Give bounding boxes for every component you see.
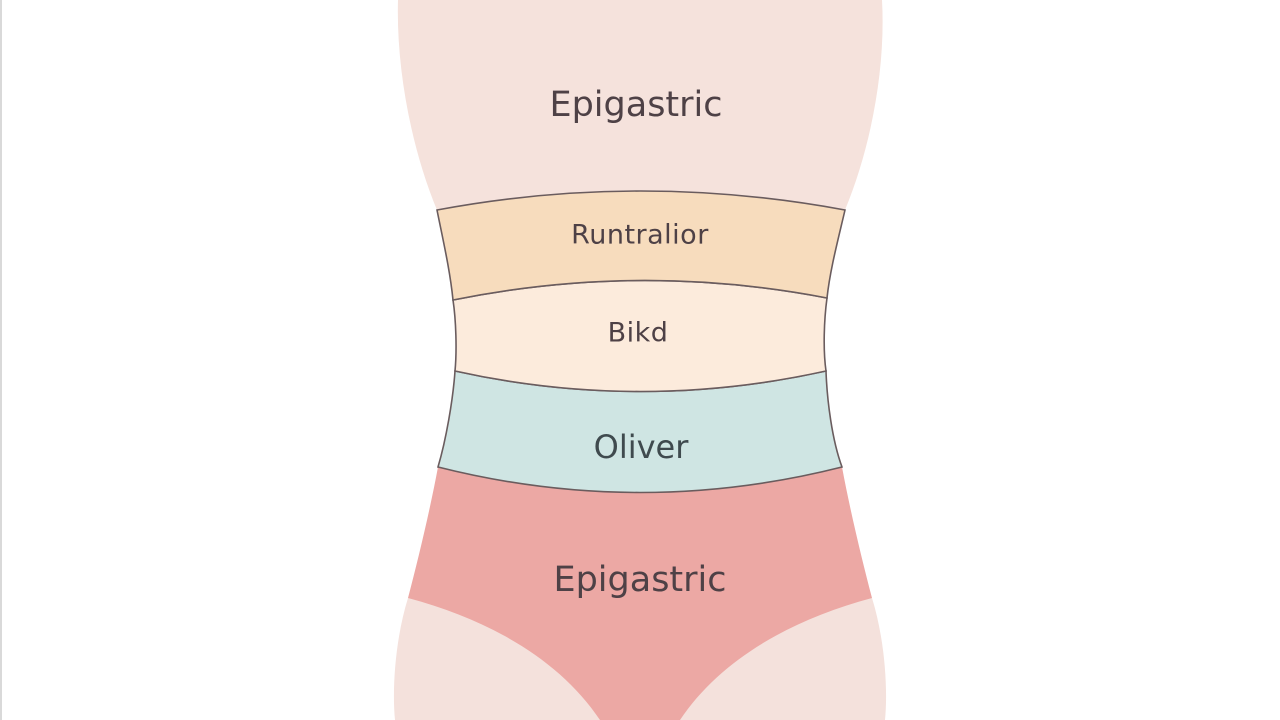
label-band-2: Bikd [607,317,669,349]
label-band-3: Oliver [593,428,689,466]
label-lower-epigastric: Epigastric [553,560,727,600]
region-band-1 [436,190,846,301]
label-upper-epigastric: Epigastric [549,85,723,125]
region-upper-epigastric [397,0,883,210]
label-band-1: Runtralior [571,219,709,251]
region-lower-epigastric [408,467,872,720]
